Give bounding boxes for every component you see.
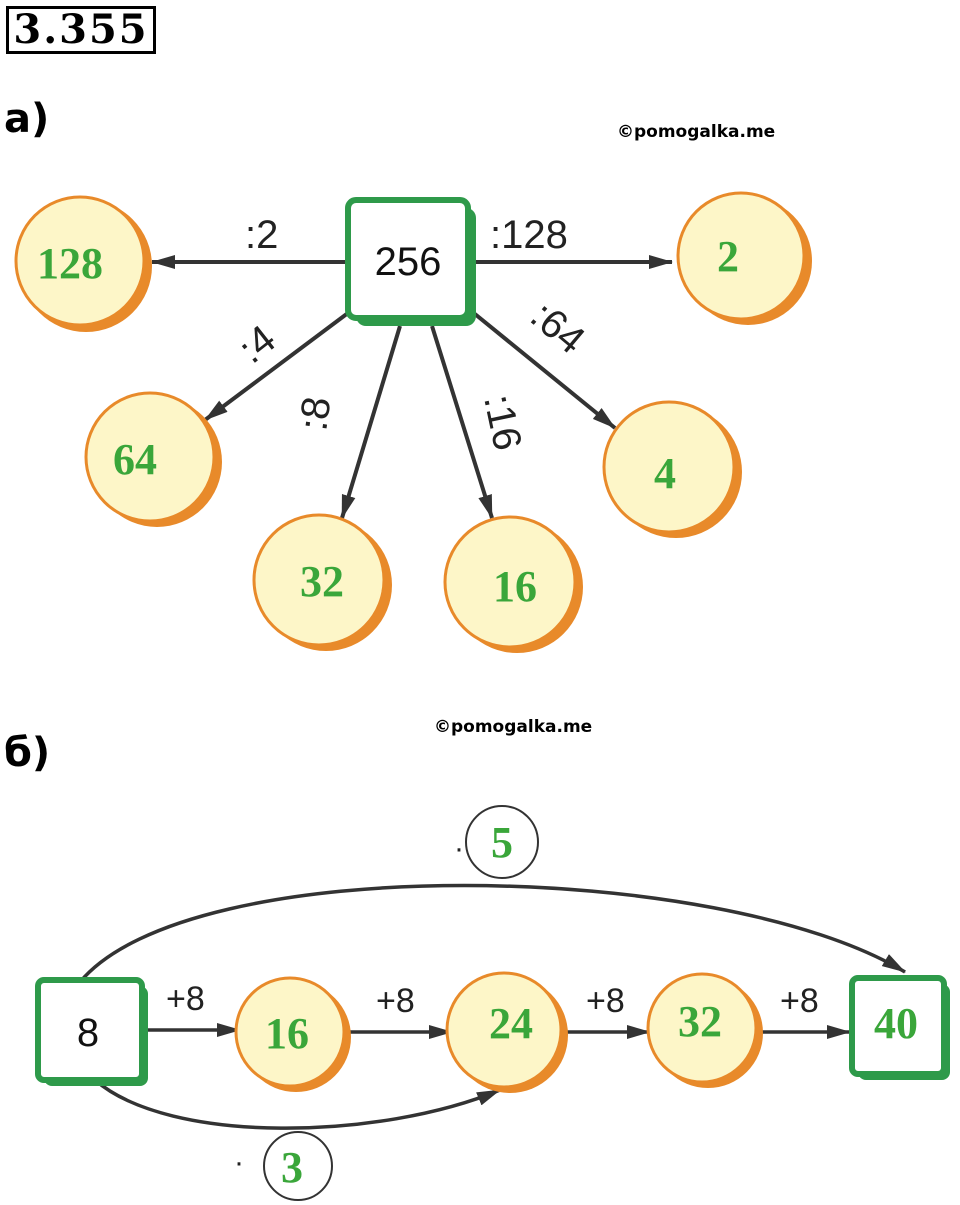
start-value: 8: [77, 1011, 99, 1055]
op-label-a-1: :128: [490, 213, 568, 257]
op-label-b-1: +8: [376, 982, 415, 1020]
top-arc-arrow: [78, 883, 906, 984]
answer-circle-a-128: 128: [14, 195, 152, 332]
bottom-arc-sign: ·: [234, 1146, 244, 1179]
center-box: 256: [345, 197, 476, 326]
answer-circle-a-16: 16: [443, 515, 583, 653]
bottom-arc-arrow: [93, 1078, 501, 1130]
watermark-middle: ©pomogalka.me: [434, 717, 593, 737]
op-label-a-5: :64: [522, 293, 593, 362]
part-a-label: а): [4, 96, 50, 142]
top-arc-answer-circle: 5: [465, 805, 539, 879]
svg-text:16: 16: [493, 562, 537, 611]
top-arc-sign: ·: [454, 832, 464, 865]
svg-text:40: 40: [874, 999, 918, 1048]
arrow-a-16: [430, 325, 494, 519]
part-b-label: б): [4, 730, 51, 776]
answer-circle-a-32: 32: [252, 513, 392, 651]
svg-text:4: 4: [654, 449, 676, 498]
svg-text:16: 16: [265, 1009, 309, 1058]
end-box: 40: [849, 975, 950, 1080]
answer-circle-b-24: 24: [445, 971, 568, 1093]
op-label-a-2: :4: [230, 317, 283, 372]
svg-text:3: 3: [281, 1143, 303, 1192]
op-label-a-4: :16: [475, 391, 530, 455]
answer-circle-b-16: 16: [234, 976, 351, 1092]
svg-text:128: 128: [37, 239, 103, 288]
watermark-top: ©pomogalka.me: [617, 122, 776, 142]
op-label-b-0: +8: [166, 980, 205, 1018]
svg-text:32: 32: [678, 997, 722, 1046]
svg-text:32: 32: [300, 557, 344, 606]
svg-text:2: 2: [717, 232, 739, 281]
answer-circle-a-2: 2: [676, 191, 812, 325]
op-label-b-3: +8: [780, 982, 819, 1020]
svg-text:24: 24: [489, 999, 533, 1048]
op-label-a-0: :2: [245, 213, 278, 257]
svg-text:64: 64: [113, 435, 157, 484]
op-label-b-2: +8: [586, 982, 625, 1020]
svg-text:5: 5: [491, 818, 513, 867]
center-value: 256: [375, 240, 442, 284]
start-box: 8: [35, 977, 148, 1086]
answer-circle-a-4: 4: [602, 400, 742, 538]
task-number: 3.355: [6, 6, 156, 54]
bottom-arc-answer-circle: 3: [263, 1131, 333, 1201]
arrow-a-32: [340, 325, 402, 519]
answer-circle-a-64: 64: [84, 391, 222, 527]
op-label-a-3: :8: [291, 394, 339, 433]
arrow-a-4: [468, 308, 617, 430]
answer-circle-b-32: 32: [646, 972, 763, 1088]
arrow-a-64: [203, 308, 354, 422]
